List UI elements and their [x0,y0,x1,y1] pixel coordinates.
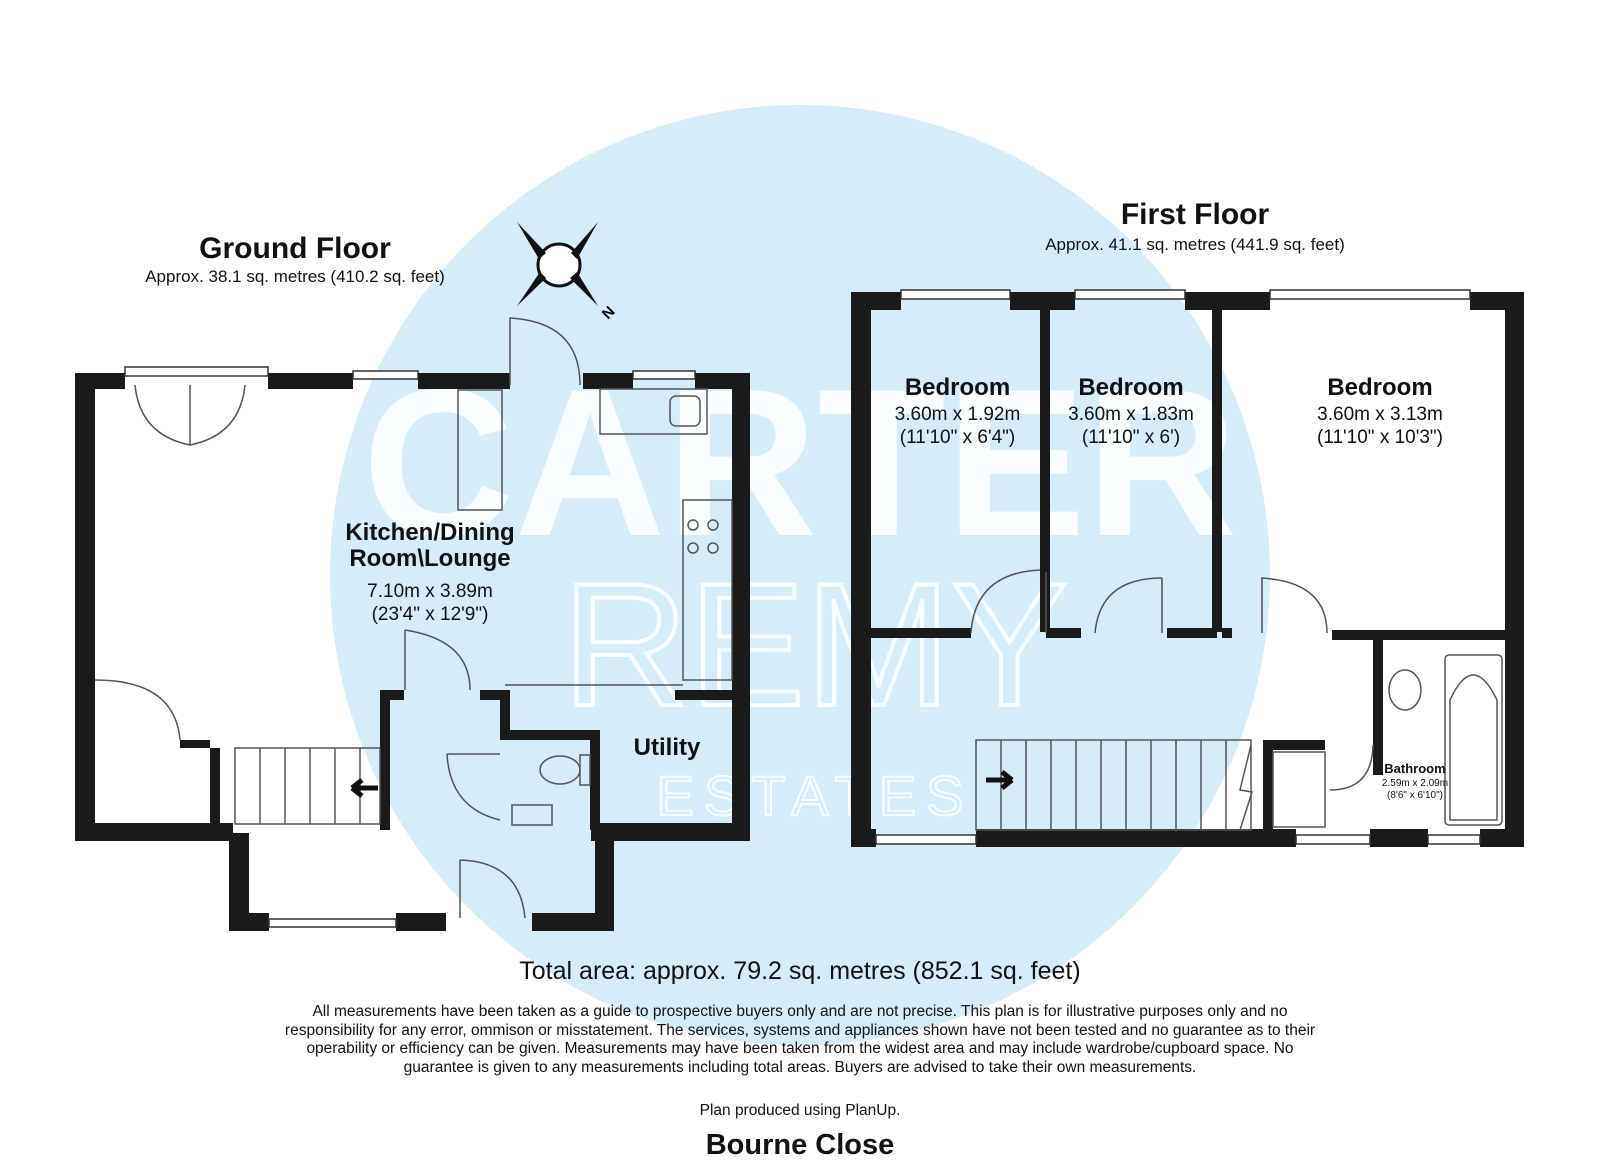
room-bedroom-2-name: Bedroom [1078,374,1184,401]
ground-floor-walls [75,373,750,931]
first-floor-area: Approx. 41.1 sq. metres (441.9 sq. feet) [1045,235,1345,254]
room-bedroom-1-metric: 3.60m x 1.92m [894,404,1021,425]
watermark-line2: REMY [562,548,1068,743]
room-bedroom-3-metric: 3.60m x 3.13m [1317,404,1443,425]
first-floor-title: First Floor [1120,198,1270,231]
room-bedroom-1-name: Bedroom [904,374,1011,401]
total-area: Total area: approx. 79.2 sq. metres (852… [519,957,1081,985]
room-bathroom-imperial: (8'6" x 6'10") [1387,790,1443,801]
first-floor-plan [851,289,1524,847]
room-bedroom-3-name: Bedroom [1327,374,1433,401]
room-kitchen-dining-lounge-name: Kitchen/Dining Room\Lounge [300,519,560,573]
first-floor-fixtures [970,569,1503,831]
ground-floor-windows [124,366,696,928]
room-bathroom-name: Bathroom [1384,761,1446,776]
disclaimer-text: All measurements have been taken as a gu… [284,1003,1316,1076]
produced-by-text: Plan produced using PlanUp. [699,1102,901,1119]
room-bedroom-2-imperial: (11'10" x 6') [1081,427,1181,448]
room-kitchen-dining-lounge-label: Kitchen/Dining Room\Lounge [345,519,515,573]
room-bedroom-1-imperial: (11'10" x 6'4") [899,427,1016,448]
ground-floor-fixtures [94,317,733,919]
room-kitchen-dining-lounge-metric: 7.10m x 3.89m [367,581,493,602]
room-kitchen-dining-lounge-imperial: (23'4" x 12'9") [371,604,489,625]
room-bathroom-metric: 2.59m x 2.09m [1381,778,1449,789]
first-floor-walls [851,292,1524,847]
ground-floor-plan [75,317,750,931]
property-name: Bourne Close [705,1129,895,1161]
room-bedroom-3-imperial: (11'10" x 10'3") [1316,427,1443,448]
watermark-line3: ESTATES [657,764,974,827]
compass-icon: N [517,222,618,323]
room-utility-name: Utility [633,734,701,761]
first-floor-windows [875,289,1481,845]
ground-stairs-arrow-icon [350,778,378,798]
room-bedroom-2-metric: 3.60m x 1.83m [1068,404,1194,425]
ground-floor-area: Approx. 38.1 sq. metres (410.2 sq. feet) [145,267,445,286]
first-floor-stairs-arrow-icon [986,770,1014,790]
ground-floor-title: Ground Floor [199,232,391,265]
